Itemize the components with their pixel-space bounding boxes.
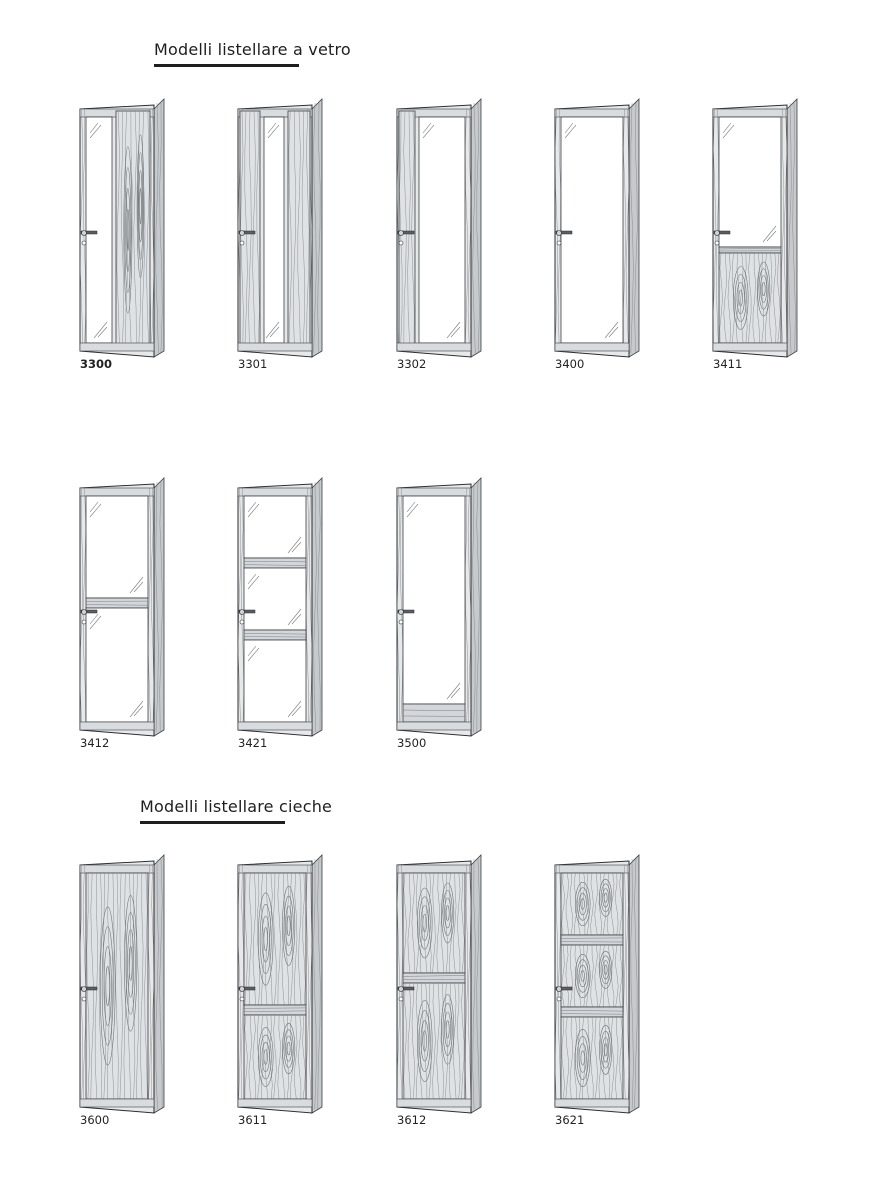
door-3600-illustration[interactable]: [70, 851, 180, 1121]
door-3302-illustration[interactable]: [387, 95, 497, 365]
model-code-3611: 3611: [238, 1113, 268, 1127]
model-code-3411: 3411: [713, 357, 743, 371]
model-code-3412: 3412: [80, 736, 110, 750]
model-code-3302: 3302: [397, 357, 427, 371]
model-code-3300: 3300: [80, 357, 113, 371]
door-3621-illustration[interactable]: [545, 851, 655, 1121]
door-3412-illustration[interactable]: [70, 474, 180, 744]
section-underline: [140, 821, 285, 824]
door-3421-illustration[interactable]: [228, 474, 338, 744]
model-code-3621: 3621: [555, 1113, 585, 1127]
door-3612-illustration[interactable]: [387, 851, 497, 1121]
door-3500-illustration[interactable]: [387, 474, 497, 744]
model-code-3612: 3612: [397, 1113, 427, 1127]
section-underline: [154, 64, 299, 67]
model-code-3600: 3600: [80, 1113, 110, 1127]
section-title-blind: Modelli listellare cieche: [140, 797, 333, 816]
door-3400-illustration[interactable]: [545, 95, 655, 365]
model-code-3400: 3400: [555, 357, 585, 371]
door-3611-illustration[interactable]: [228, 851, 338, 1121]
model-code-3500: 3500: [397, 736, 427, 750]
door-3300-illustration[interactable]: [70, 95, 180, 365]
model-code-3421: 3421: [238, 736, 268, 750]
door-3301-illustration[interactable]: [228, 95, 338, 365]
section-title-glass: Modelli listellare a vetro: [154, 40, 351, 59]
door-3411-illustration[interactable]: [703, 95, 813, 365]
model-code-3301: 3301: [238, 357, 268, 371]
